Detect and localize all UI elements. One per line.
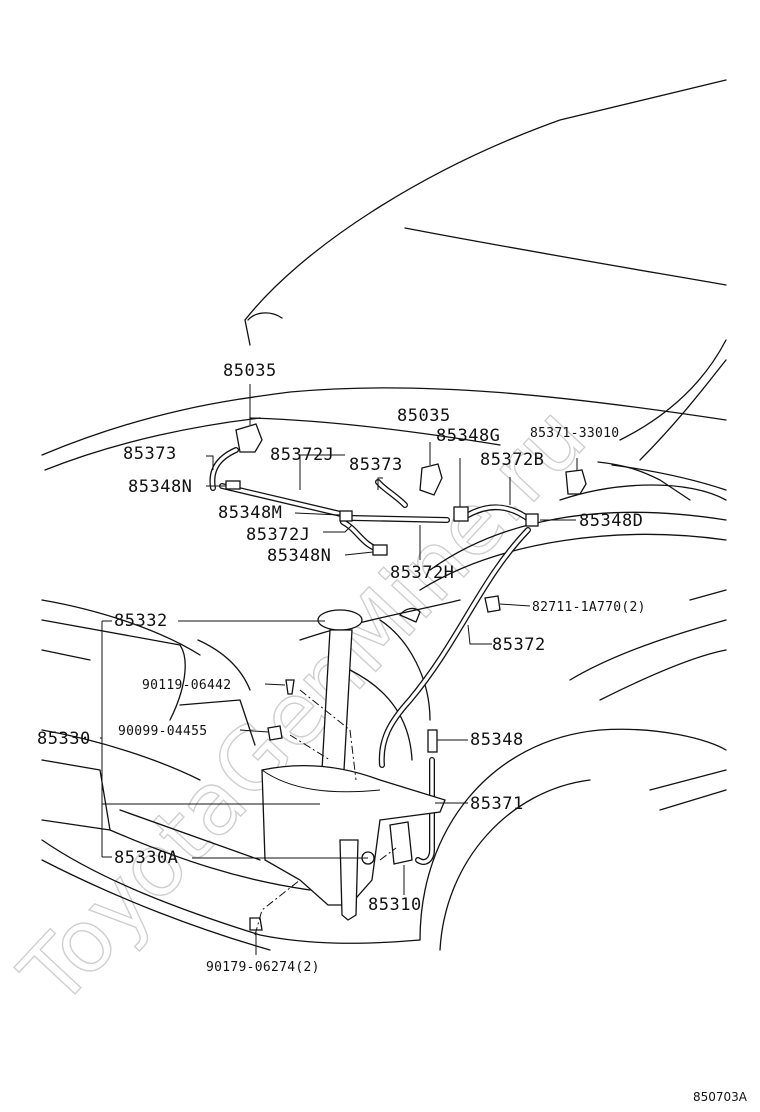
label-hose-j-upper: 85372J <box>270 445 334 465</box>
label-pump: 85310 <box>368 895 422 915</box>
label-clamp-85371: 85371 <box>470 794 524 814</box>
label-joint-left-n: 85348N <box>128 477 192 497</box>
label-hose-h: 85372H <box>390 563 454 583</box>
label-joint-g: 85348G <box>436 426 500 446</box>
label-bolt-06442: 90119-06442 <box>142 678 231 693</box>
label-clamp-33010: 85371-33010 <box>530 426 619 441</box>
label-nozzle-left: 85035 <box>223 361 277 381</box>
label-hose-center: 85373 <box>349 455 403 475</box>
callout-labels: 85035 85373 85348N 85372J 85373 85035 85… <box>37 361 646 975</box>
label-joint-n-lower: 85348N <box>267 546 331 566</box>
label-joint-m: 85348M <box>218 503 282 523</box>
diagram-code: 850703A <box>693 1090 748 1104</box>
label-inlet-cap: 85332 <box>114 611 168 631</box>
label-hose-j-lower: 85372J <box>246 525 310 545</box>
label-joint-85348: 85348 <box>470 730 524 750</box>
label-joint-d: 85348D <box>579 511 643 531</box>
label-hose-main: 85372 <box>492 635 546 655</box>
car-body <box>41 79 727 951</box>
label-tank-assy: 85330 <box>37 729 91 749</box>
label-hose-b: 85372B <box>480 450 544 470</box>
label-grommet: 90099-04455 <box>118 724 207 739</box>
label-nozzle-right: 85035 <box>397 406 451 426</box>
label-clip: 82711-1A770(2) <box>532 600 646 615</box>
label-hose-left-upper: 85373 <box>123 444 177 464</box>
leader-lines <box>100 442 578 955</box>
label-tank-sub: 85330A <box>114 848 178 868</box>
label-nut: 90179-06274(2) <box>206 960 320 975</box>
parts <box>225 384 587 936</box>
watermark: ToyotaGenMine.ru <box>2 388 606 1025</box>
